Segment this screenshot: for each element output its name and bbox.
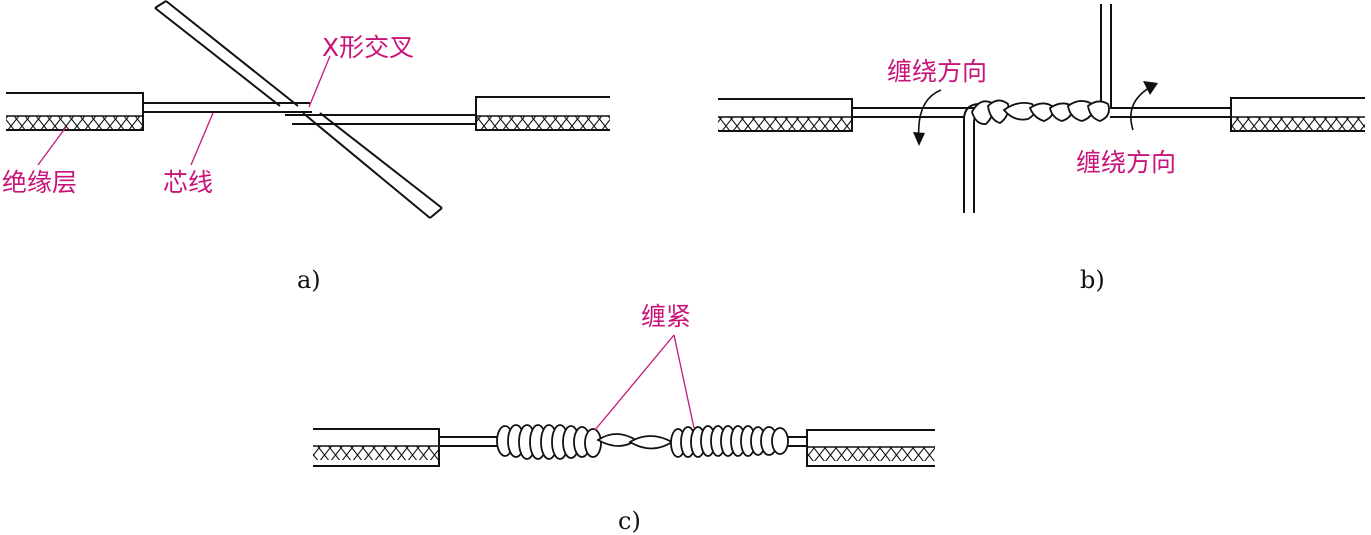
caption-b: b) — [1080, 266, 1105, 294]
panel-b-right-insulation — [1230, 97, 1365, 132]
panel-b-right-core — [1110, 107, 1231, 118]
panel-b-up-strand — [1100, 4, 1112, 107]
tight-label: 缠紧 — [641, 302, 692, 331]
panel-b-right-arrow — [1130, 81, 1158, 131]
panel-b-twist — [971, 99, 1110, 125]
panel-a-left-core — [143, 102, 312, 113]
panel-c-right-coil — [670, 425, 789, 458]
insulation-label: 绝缘层 — [2, 168, 78, 197]
caption-a: a) — [297, 266, 321, 294]
caption-c: c) — [618, 507, 641, 535]
panel-c-left-coil — [496, 424, 602, 460]
core-label: 芯线 — [163, 168, 214, 197]
panel-a-upper-strand — [154, 0, 299, 107]
panel-a-left-insulation — [6, 92, 144, 131]
panel-c-right-insulation — [806, 429, 935, 467]
panel-c-drawing — [313, 334, 935, 467]
panel-a-right-core — [285, 114, 476, 125]
panel-a-right-insulation — [475, 96, 610, 131]
cross-label: X形交叉 — [322, 33, 415, 62]
panel-c-core-ends — [439, 436, 807, 447]
tight-label-leader-left — [594, 334, 675, 431]
insulation-label-leader — [37, 126, 67, 166]
panel-a-lower-strand — [302, 112, 443, 219]
wind-direction-left-label: 缠绕方向 — [887, 57, 988, 86]
tight-label-leader-right — [673, 334, 695, 429]
panel-c-left-insulation — [313, 428, 440, 467]
panel-b-left-core — [852, 107, 975, 118]
panel-c-middle-twist — [596, 433, 674, 450]
wind-direction-right-label: 缠绕方向 — [1076, 148, 1177, 177]
panel-a-drawing — [6, 0, 610, 219]
panel-b-left-arrow — [913, 89, 942, 146]
panel-b-drawing — [718, 4, 1365, 213]
cross-label-leader — [308, 55, 331, 108]
panel-b-left-insulation — [718, 98, 853, 132]
core-label-leader — [190, 112, 214, 166]
